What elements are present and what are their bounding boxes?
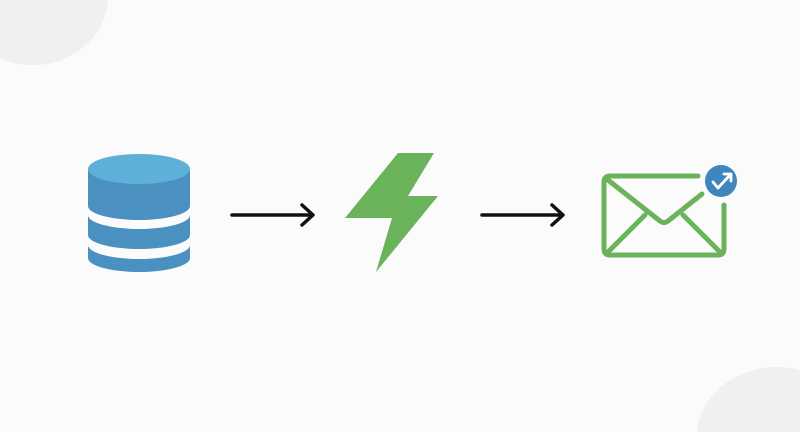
database-icon [88, 154, 190, 272]
background-blob-bottom-right [697, 366, 800, 432]
check-arrow-badge-icon [702, 162, 740, 200]
arrow-1 [230, 203, 315, 227]
arrow-2 [480, 203, 565, 227]
background-blob-top-left [0, 0, 108, 66]
lightning-bolt-icon [345, 153, 438, 272]
envelope-icon [601, 173, 727, 258]
